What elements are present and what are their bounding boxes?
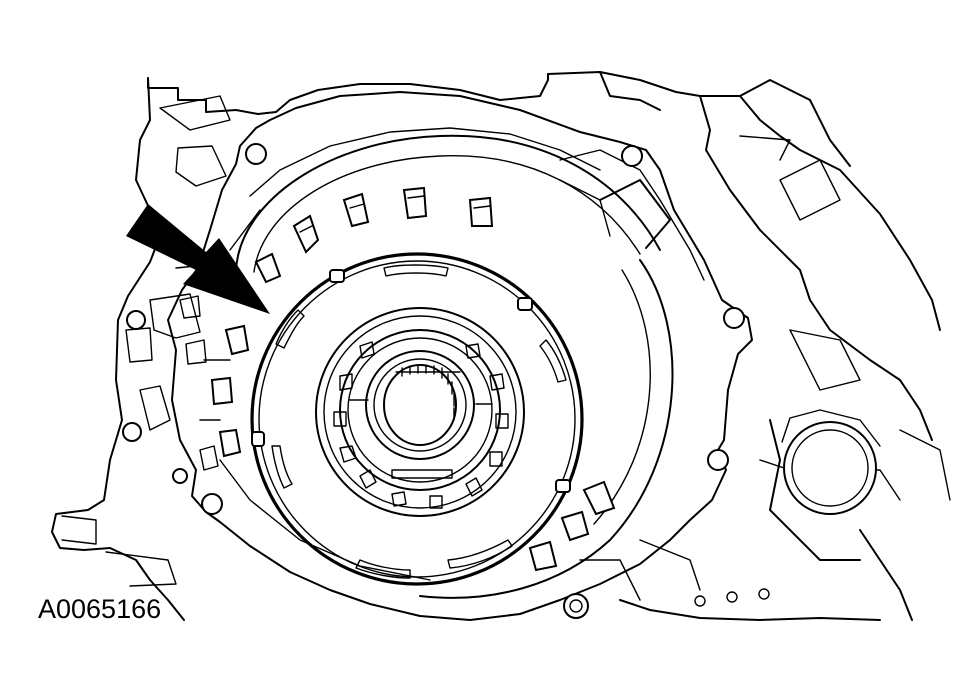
plate-slots	[271, 264, 567, 579]
shaft-splines	[395, 364, 461, 421]
arrow-icon	[126, 204, 270, 314]
inner-hub	[315, 307, 525, 517]
hub-splines	[333, 341, 509, 509]
bolt-holes	[122, 143, 881, 619]
ring-clips	[251, 269, 571, 493]
clutch-plate-tabs	[199, 186, 616, 572]
clutch-housing	[235, 134, 674, 599]
snap-ring	[250, 252, 584, 586]
case-outline	[51, 71, 951, 621]
bell-housing-flange	[167, 91, 753, 621]
figure-id-label: A0065166	[38, 594, 162, 624]
